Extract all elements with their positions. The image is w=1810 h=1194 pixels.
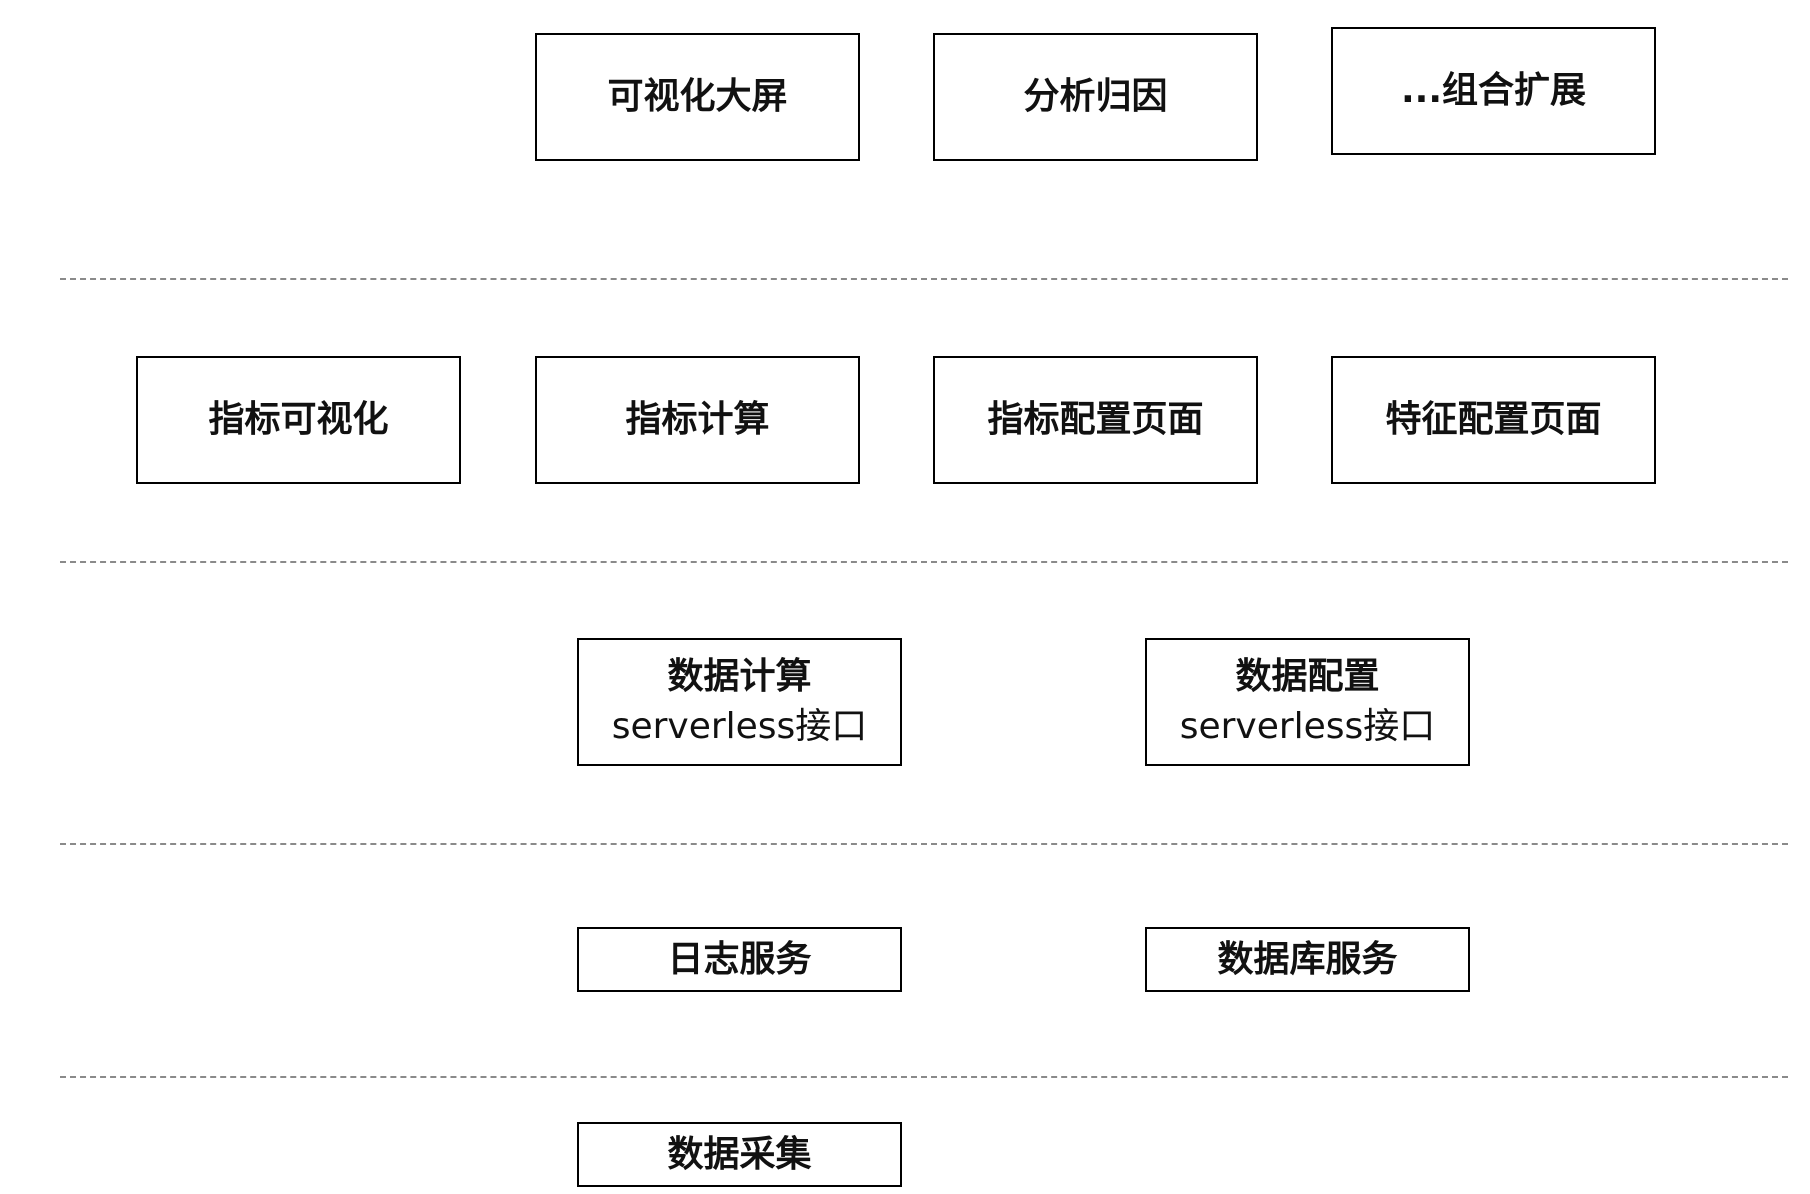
layer-divider-2 [60, 561, 1788, 563]
box-combo-extension-label: ...组合扩展 [1400, 70, 1587, 111]
box-database-service: 数据库服务 [1145, 927, 1470, 992]
box-big-screen-label: 可视化大屏 [607, 76, 788, 117]
box-data-collection: 数据采集 [577, 1122, 902, 1187]
box-feature-config-page-label: 特征配置页面 [1385, 399, 1602, 440]
box-data-config-subtitle: serverless接口 [1179, 706, 1436, 747]
box-metric-config-page-label: 指标配置页面 [987, 399, 1204, 440]
box-analysis-label: 分析归因 [1023, 76, 1168, 117]
box-analysis: 分析归因 [933, 33, 1258, 161]
layer-divider-1 [60, 278, 1788, 280]
box-log-service-label: 日志服务 [667, 938, 812, 980]
box-feature-config-page: 特征配置页面 [1331, 356, 1656, 484]
box-big-screen: 可视化大屏 [535, 33, 860, 161]
box-data-calc-serverless: 数据计算 serverless接口 [577, 638, 902, 766]
box-data-calc-title: 数据计算 [667, 656, 812, 697]
box-metric-config-page: 指标配置页面 [933, 356, 1258, 484]
box-metric-visualization-label: 指标可视化 [208, 399, 389, 440]
box-database-service-label: 数据库服务 [1217, 938, 1398, 980]
box-data-config-serverless: 数据配置 serverless接口 [1145, 638, 1470, 766]
box-combo-extension: ...组合扩展 [1331, 27, 1656, 155]
box-log-service: 日志服务 [577, 927, 902, 992]
box-data-config-title: 数据配置 [1235, 656, 1380, 697]
layer-divider-4 [60, 1076, 1788, 1078]
layer-divider-3 [60, 843, 1788, 845]
box-metric-calculation: 指标计算 [535, 356, 860, 484]
box-metric-visualization: 指标可视化 [136, 356, 461, 484]
box-metric-calculation-label: 指标计算 [625, 399, 770, 440]
box-data-collection-label: 数据采集 [667, 1133, 812, 1175]
box-data-calc-subtitle: serverless接口 [611, 706, 868, 747]
